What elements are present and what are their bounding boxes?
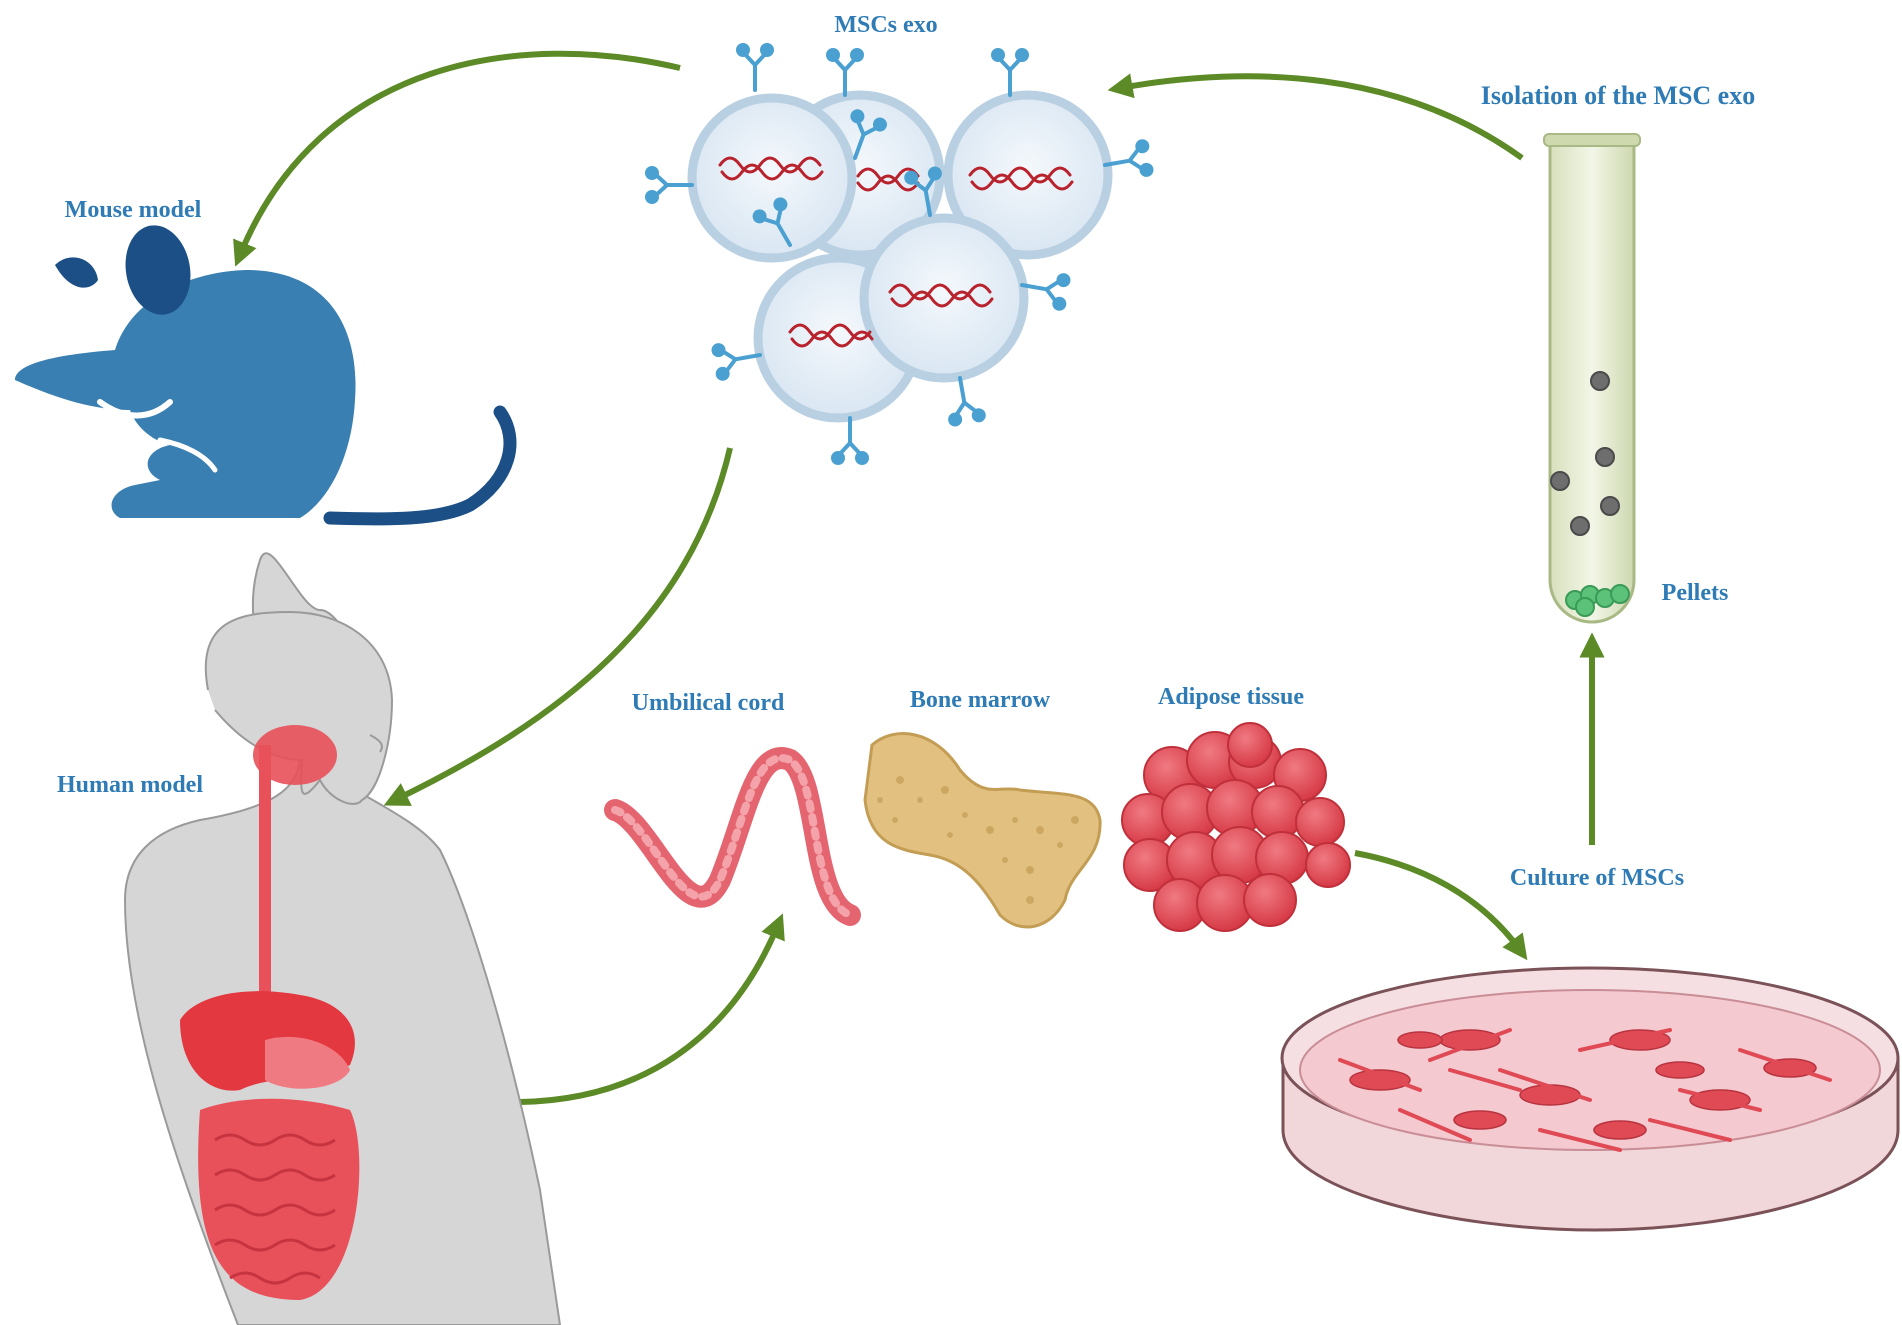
umbilical-cord-icon xyxy=(604,747,861,926)
label-human-model: Human model xyxy=(57,772,203,798)
test-tube-icon xyxy=(1543,133,1641,624)
mouse-icon xyxy=(15,225,517,526)
label-adipose-tissue: Adipose tissue xyxy=(1158,684,1304,710)
arrow-tube-to-exo xyxy=(1107,73,1524,161)
human-body-icon xyxy=(123,552,562,1325)
arrow-exo-to-human xyxy=(383,447,733,806)
exosome-cluster-icon xyxy=(645,43,1154,465)
petri-dish-icon xyxy=(1280,966,1900,1232)
label-mscs-exo: MSCs exo xyxy=(834,12,937,38)
flow-arrows xyxy=(233,50,1605,1105)
bone-marrow-icon xyxy=(863,732,1102,929)
label-bone-marrow: Bone marrow xyxy=(910,687,1051,713)
arrow-human-to-sources xyxy=(519,913,785,1105)
label-mouse-model: Mouse model xyxy=(65,197,202,223)
label-umbilical-cord: Umbilical cord xyxy=(632,690,785,716)
adipose-tissue-icon xyxy=(1121,722,1351,932)
label-culture: Culture of MSCs xyxy=(1510,865,1684,891)
vesicle xyxy=(687,90,1113,423)
arrow-exo-to-mouse xyxy=(233,50,681,267)
label-isolation: Isolation of the MSC exo xyxy=(1481,81,1755,110)
arrow-adipose-to-dish xyxy=(1354,850,1528,961)
label-pellets: Pellets xyxy=(1662,580,1729,606)
labels: MSCs exo Isolation of the MSC exo Mouse … xyxy=(57,12,1755,891)
